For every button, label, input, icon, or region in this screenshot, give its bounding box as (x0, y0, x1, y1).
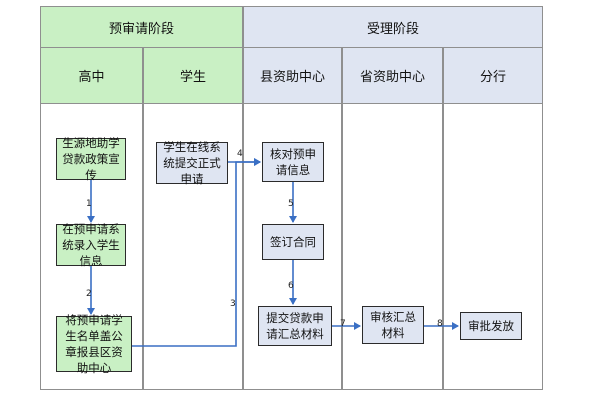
lane-label-province-center: 省资助中心 (359, 70, 425, 85)
box-policy-publicity: 生源地助学贷款政策宣传 (56, 136, 126, 182)
box-verify-pre-application: 核对预申请信息 (262, 142, 324, 182)
lane-body-branch (443, 104, 543, 390)
lane-header-branch: 分行 (443, 48, 543, 104)
box-review-materials: 审核汇总材料 (362, 306, 424, 344)
box-enter-student-info-text: 在预申请系统录入学生信息 (62, 222, 120, 268)
box-submit-loan-materials-text: 提交贷款申请汇总材料 (266, 311, 324, 341)
box-approve-disburse-text: 审批发放 (468, 319, 514, 333)
lane-header-province-center: 省资助中心 (342, 48, 443, 104)
lane-header-county-center: 县资助中心 (243, 48, 342, 104)
phase-acceptance-label: 受理阶段 (366, 21, 419, 37)
box-enter-student-info: 在预申请系统录入学生信息 (56, 222, 126, 268)
phase-pre-application-label: 预审请阶段 (108, 21, 174, 37)
box-approve-disburse: 审批发放 (460, 312, 522, 340)
lane-label-branch: 分行 (479, 70, 506, 85)
lane-body-province-center (342, 104, 443, 390)
lane-label-high-school: 高中 (78, 70, 105, 85)
box-sign-contract: 签订合同 (262, 224, 324, 260)
box-policy-publicity-text: 生源地助学贷款政策宣传 (62, 136, 120, 182)
lane-label-student: 学生 (179, 70, 206, 85)
box-verify-pre-application-text: 核对预申请信息 (270, 147, 316, 177)
lane-label-county-center: 县资助中心 (259, 70, 325, 85)
phase-pre-application: 预审请阶段 (40, 6, 243, 48)
box-submit-loan-materials: 提交贷款申请汇总材料 (258, 306, 332, 346)
box-submit-list-to-county: 将预申请学生名单盖公章报县区资助中心 (56, 313, 132, 375)
lane-header-high-school: 高中 (40, 48, 143, 104)
lane-header-student: 学生 (143, 48, 243, 104)
box-student-online-application-text: 学生在线系统提交正式申请 (163, 140, 221, 186)
phase-acceptance: 受理阶段 (243, 6, 543, 48)
box-review-materials-text: 审核汇总材料 (370, 310, 416, 340)
box-submit-list-to-county-text: 将预申请学生名单盖公章报县区资助中心 (65, 313, 123, 375)
box-sign-contract-text: 签订合同 (270, 235, 316, 249)
box-student-online-application: 学生在线系统提交正式申请 (156, 140, 228, 186)
